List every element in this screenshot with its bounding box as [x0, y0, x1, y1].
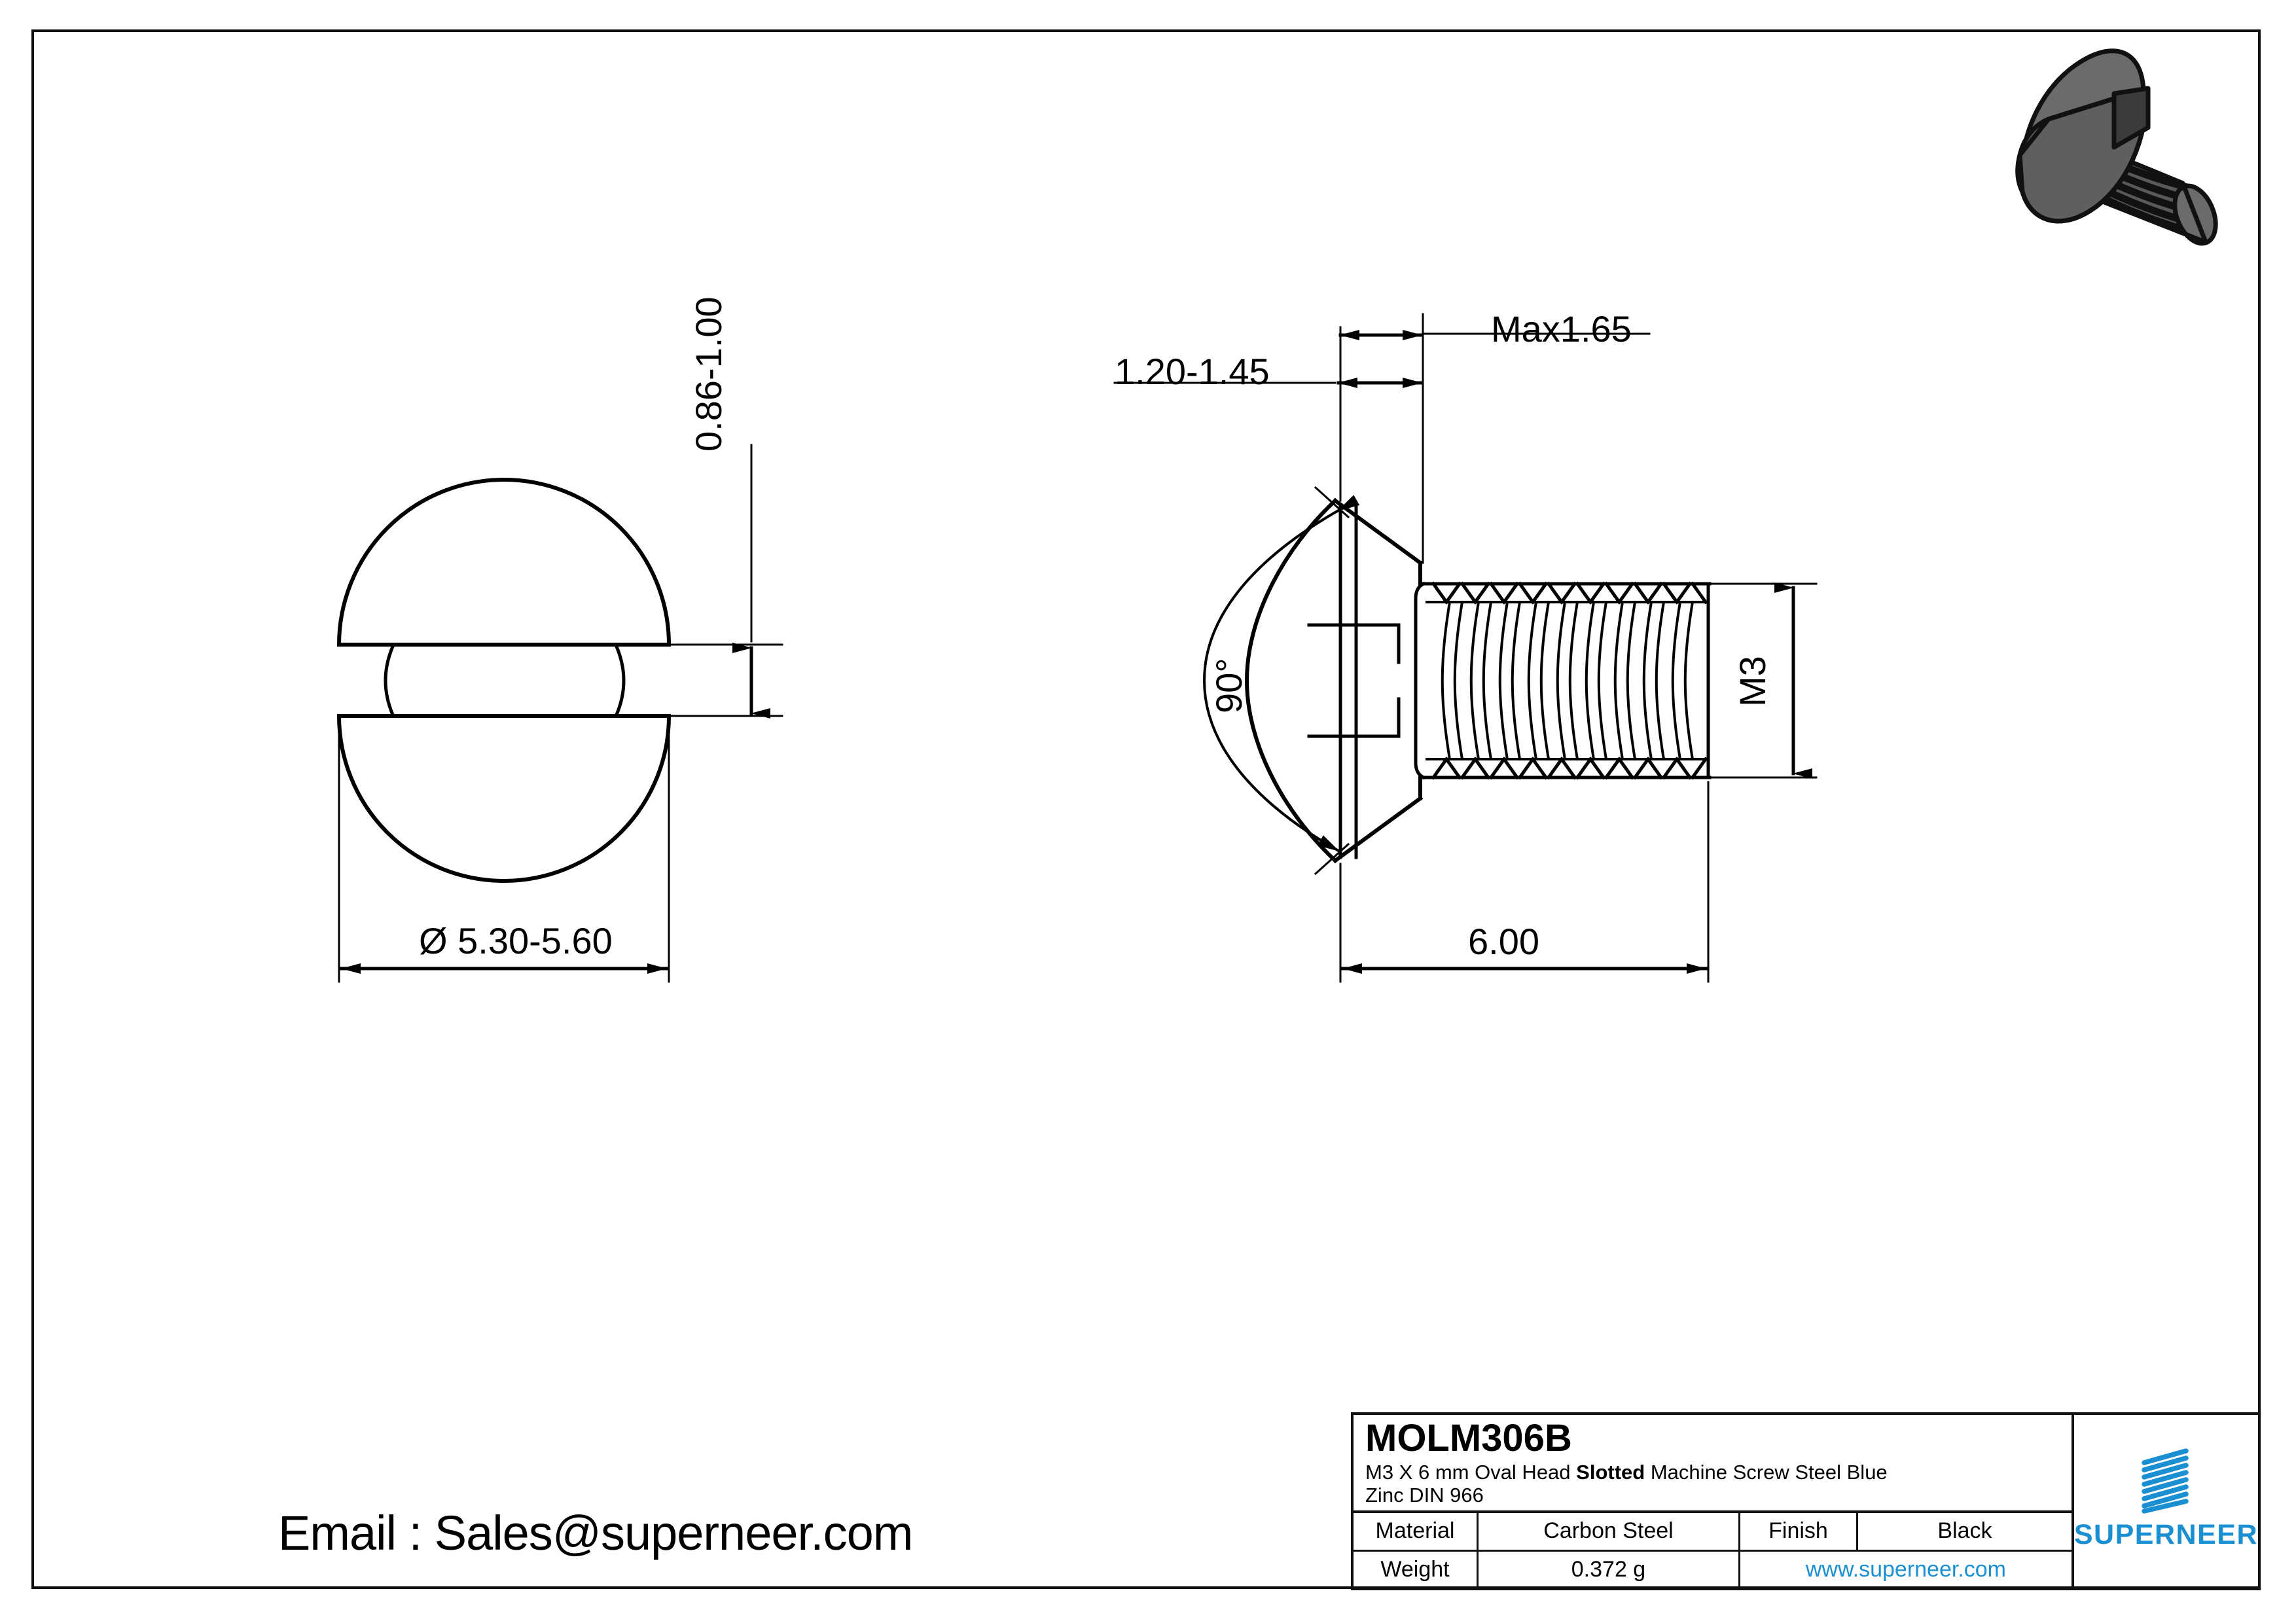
title-block-description-area: MOLM306B M3 X 6 mm Oval Head Slotted Mac… [1354, 1415, 2072, 1513]
brand-name: SUPERNEER [2073, 1518, 2258, 1550]
thread-size-dimension-label: M3 [1732, 656, 1773, 707]
slot-width-dimension-label: 1.20-1.45 [1115, 351, 1270, 392]
part-description-pre: M3 X 6 mm Oval Head [1365, 1461, 1577, 1484]
material-row: Material Carbon Steel Finish Black [1354, 1513, 2072, 1550]
part-description: M3 X 6 mm Oval Head Slotted Machine Scre… [1365, 1461, 2072, 1507]
weight-value: 0.372 g [1477, 1551, 1738, 1588]
head-height-dimension-label: 0.86-1.00 [688, 296, 729, 452]
oval-head-slotted-screw-3d-icon [2015, 48, 2218, 246]
weight-row: Weight 0.372 g www.superneer.com [1354, 1549, 2072, 1588]
screw-length-dimension-label: 6.00 [1468, 921, 1539, 962]
website-link[interactable]: www.superneer.com [1738, 1551, 2072, 1588]
head-angle-dimension-label: 90° [1208, 658, 1249, 713]
part-number: MOLM306B [1365, 1417, 1572, 1459]
finish-value: Black [1856, 1513, 2072, 1550]
sheet-border [31, 29, 2261, 1589]
slot-depth-dimension-label: Max1.65 [1491, 308, 1632, 349]
superneer-stripes-icon [2142, 1448, 2189, 1514]
part-description-bold: Slotted [1576, 1461, 1645, 1484]
material-value: Carbon Steel [1477, 1513, 1738, 1550]
email-label: Email : Sales@superneer.com [278, 1506, 913, 1560]
finish-label: Finish [1738, 1513, 1856, 1550]
head-diameter-dimension-label: Ø 5.30-5.60 [419, 920, 613, 961]
weight-label: Weight [1380, 1556, 1450, 1582]
part-description-line2: Zinc DIN 966 [1365, 1484, 1484, 1507]
brand-logo-area: SUPERNEER [2074, 1415, 2258, 1588]
title-block-left: MOLM306B M3 X 6 mm Oval Head Slotted Mac… [1354, 1415, 2074, 1588]
material-label: Material [1375, 1518, 1455, 1544]
title-block: MOLM306B M3 X 6 mm Oval Head Slotted Mac… [1351, 1412, 2261, 1590]
part-description-post: Machine Screw Steel Blue [1645, 1461, 1888, 1484]
